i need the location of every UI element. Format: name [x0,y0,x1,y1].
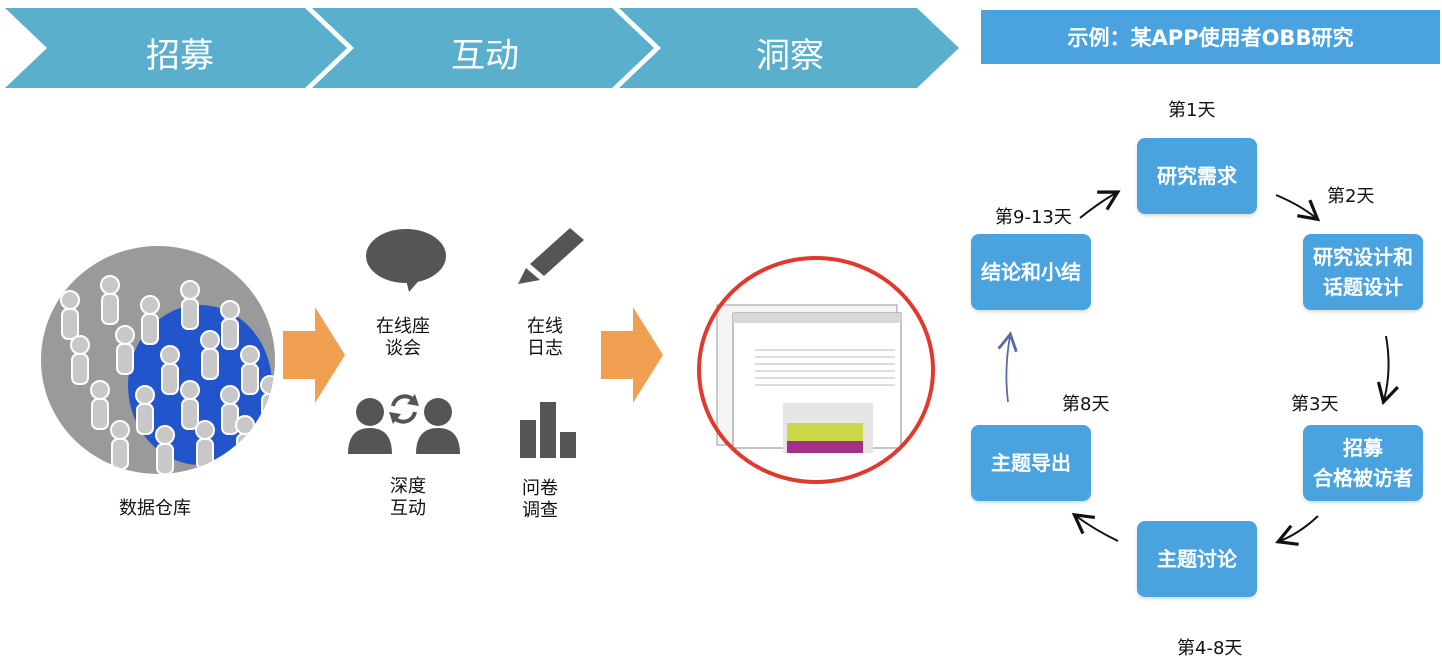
arrow-conclusion-to-needs [1079,190,1121,219]
day-label-4-8: 第4-8天 [1177,638,1243,659]
arrow-export-to-conclusion [997,331,1018,403]
step-interact-label: 互动 [451,36,519,76]
chevron-insight [619,8,959,88]
node-recruit: 招募合格被访者 [1303,425,1423,501]
chevron-recruit [5,8,347,88]
day-label-3: 第3天 [1291,394,1339,415]
node-topic-discussion: 主题讨论 [1137,521,1257,597]
speech-bubble-icon [366,229,446,292]
chevron-interact [312,8,654,88]
data-warehouse-label: 数据仓库 [119,498,191,519]
pencil-icon [518,228,584,284]
day-label-2: 第2天 [1327,186,1375,207]
node-research-design: 研究设计和话题设计 [1303,234,1423,310]
step-insight-label: 洞察 [756,36,824,76]
node-topic-export: 主题导出 [971,425,1091,501]
step-recruit-label: 招募 [146,36,214,76]
survey-label: 问卷调查 [522,478,558,521]
day-label-8: 第8天 [1062,394,1110,415]
insight-report-screenshot [697,256,935,484]
node-conclusion: 结论和小结 [971,234,1091,310]
example-title: 示例：某APP使用者OBB研究 [981,10,1440,64]
arrow-recruit-to-discussion [1275,515,1319,546]
people-sync-icon [348,394,460,454]
orange-arrow-1 [283,307,345,403]
node-research-needs: 研究需求 [1137,138,1257,214]
day-label-9-13: 第9-13天 [995,207,1072,228]
depth-interaction-label: 深度互动 [390,476,426,519]
online-forum-label: 在线座谈会 [376,316,430,359]
online-diary-label: 在线日志 [527,316,563,359]
orange-arrow-2 [601,307,663,403]
arrow-needs-to-design [1275,194,1321,222]
arrow-discussion-to-export [1071,512,1119,542]
crowd-circle-image [41,246,275,474]
arrow-design-to-recruit [1376,335,1399,406]
day-label-1: 第1天 [1168,100,1216,121]
process-chevrons [5,8,959,88]
bar-chart-icon [520,402,576,458]
